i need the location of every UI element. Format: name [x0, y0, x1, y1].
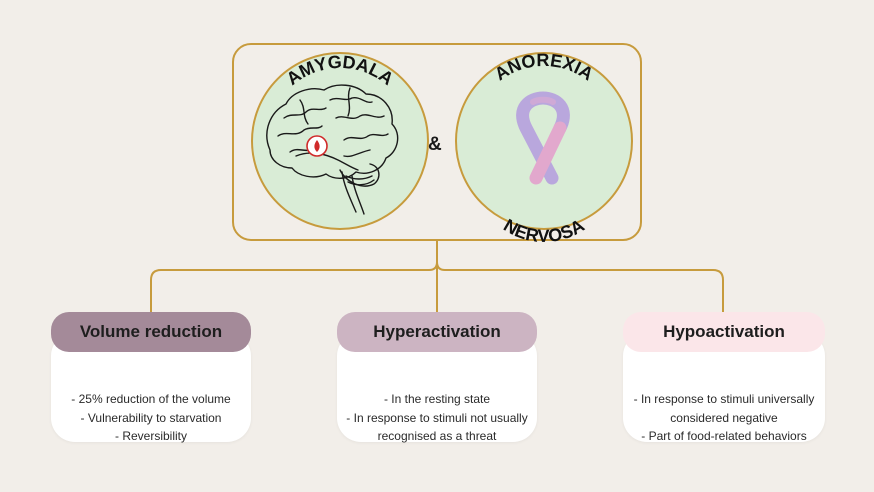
- card-line: - Reversibility: [114, 429, 187, 443]
- pill-volume-reduction: Volume reduction: [51, 312, 251, 352]
- card-line: - In response to stimuli universally: [633, 392, 815, 406]
- brain-icon: [266, 84, 399, 215]
- card-line: - Vulnerability to starvation: [80, 410, 222, 425]
- connector-lines: [150, 240, 724, 312]
- top-frame: [232, 43, 642, 241]
- card-line: - In response to stimuli not usually: [346, 410, 528, 425]
- card-volume-reduction-text: - 25% reduction of the volume - Vulnerab…: [51, 390, 251, 446]
- card-line: - Part of food-related behaviors: [641, 429, 807, 443]
- awareness-ribbon-icon: [516, 91, 570, 185]
- card-hypoactivation-text: - In response to stimuli universally con…: [623, 390, 825, 446]
- amygdala-marker-icon: [306, 135, 328, 157]
- pill-hypoactivation: Hypoactivation: [623, 312, 825, 352]
- card-line: considered negative: [670, 410, 778, 425]
- amygdala-circle: [251, 52, 429, 230]
- card-line: recognised as a threat: [377, 429, 497, 443]
- ampersand-connector: &: [428, 134, 442, 155]
- card-hyperactivation-text: - In the resting state - In response to …: [337, 390, 537, 446]
- anorexia-circle: [455, 52, 633, 230]
- pill-hyperactivation: Hyperactivation: [337, 312, 537, 352]
- card-line: - In the resting state: [383, 392, 491, 406]
- card-line: - 25% reduction of the volume: [71, 392, 231, 406]
